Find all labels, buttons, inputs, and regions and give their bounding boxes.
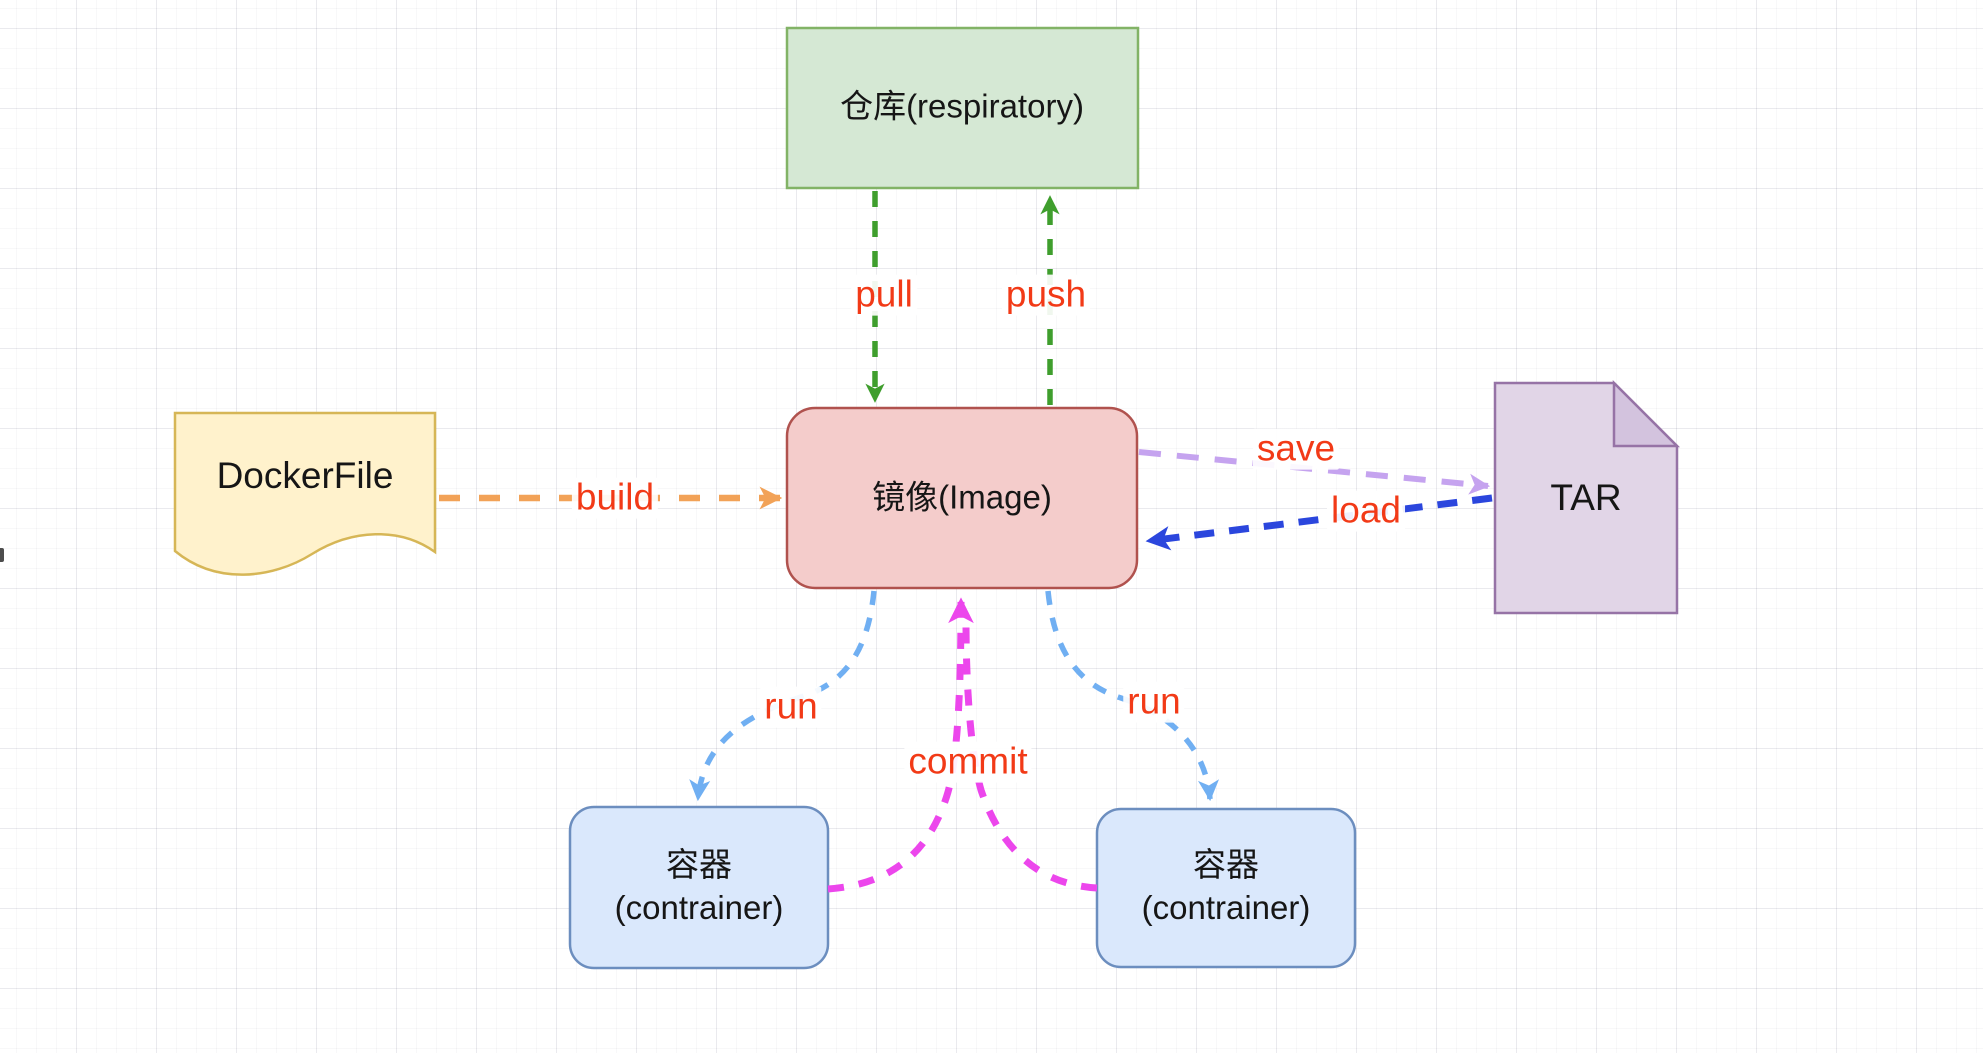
edge-load-arrow[interactable]	[1145, 494, 1493, 551]
edge-save-arrow[interactable]	[1138, 449, 1491, 495]
edge-run-left-arrow[interactable]	[689, 590, 877, 802]
node-container-left[interactable]	[568, 805, 830, 970]
edge-commit-left-arrow[interactable]	[827, 597, 974, 893]
node-image[interactable]	[785, 406, 1139, 590]
node-dockerfile[interactable]	[173, 411, 437, 576]
node-repository[interactable]	[785, 26, 1140, 190]
tar-fold-corner-icon	[1612, 379, 1681, 448]
canvas-edge-tick	[0, 548, 4, 562]
node-container-right[interactable]	[1095, 807, 1357, 969]
edge-commit-right-arrow[interactable]	[962, 621, 1098, 892]
edge-run-right-arrow[interactable]	[1045, 590, 1220, 802]
